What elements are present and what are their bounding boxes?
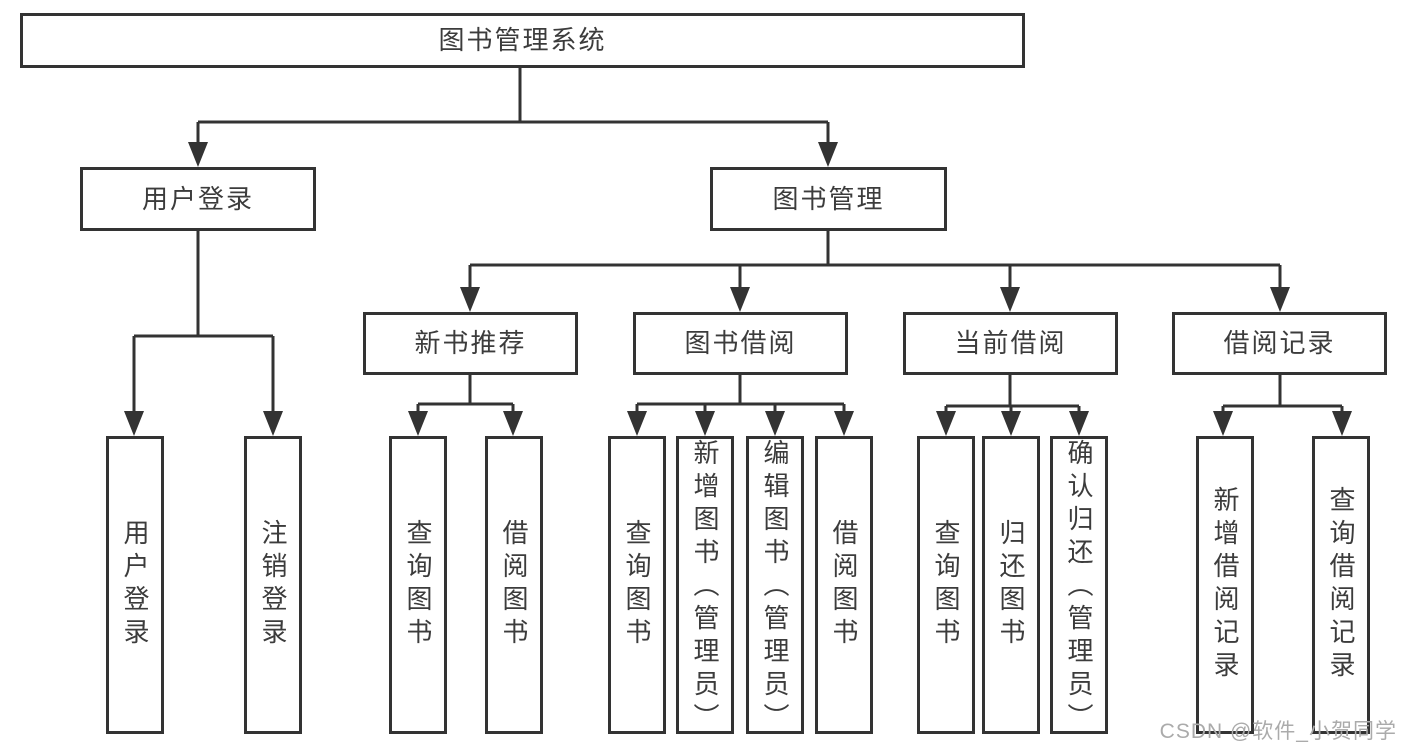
leaf-borrow-books-recommend: 借阅图书: [485, 436, 543, 734]
leaf-borrow-books: 借阅图书: [815, 436, 873, 734]
arrowheads: [124, 142, 1352, 436]
leaf-edit-books-admin: 编辑图书（管理员）: [746, 436, 804, 736]
node-new-book-recommend: 新书推荐: [363, 312, 578, 375]
leaf-query-borrow-record: 查询借阅记录: [1312, 436, 1370, 734]
csdn-watermark: CSDN @软件_小贺同学: [1159, 720, 1397, 743]
node-root-system: 图书管理系统: [20, 13, 1025, 68]
node-borrow-records: 借阅记录: [1172, 312, 1387, 375]
leaf-query-books-borrow: 查询图书: [608, 436, 666, 734]
node-book-management: 图书管理: [710, 167, 947, 231]
leaf-return-books: 归还图书: [982, 436, 1040, 734]
leaf-add-books-admin: 新增图书（管理员）: [676, 436, 734, 736]
leaf-confirm-return-admin: 确认归还（管理员）: [1050, 436, 1108, 736]
leaf-query-books-current: 查询图书: [917, 436, 975, 734]
node-current-borrow: 当前借阅: [903, 312, 1118, 375]
leaf-user-login: 用户登录: [106, 436, 164, 734]
node-user-login: 用户登录: [80, 167, 316, 231]
leaf-query-books-recommend: 查询图书: [389, 436, 447, 734]
leaf-add-borrow-record: 新增借阅记录: [1196, 436, 1254, 734]
node-book-borrow: 图书借阅: [633, 312, 848, 375]
leaf-logout: 注销登录: [244, 436, 302, 734]
